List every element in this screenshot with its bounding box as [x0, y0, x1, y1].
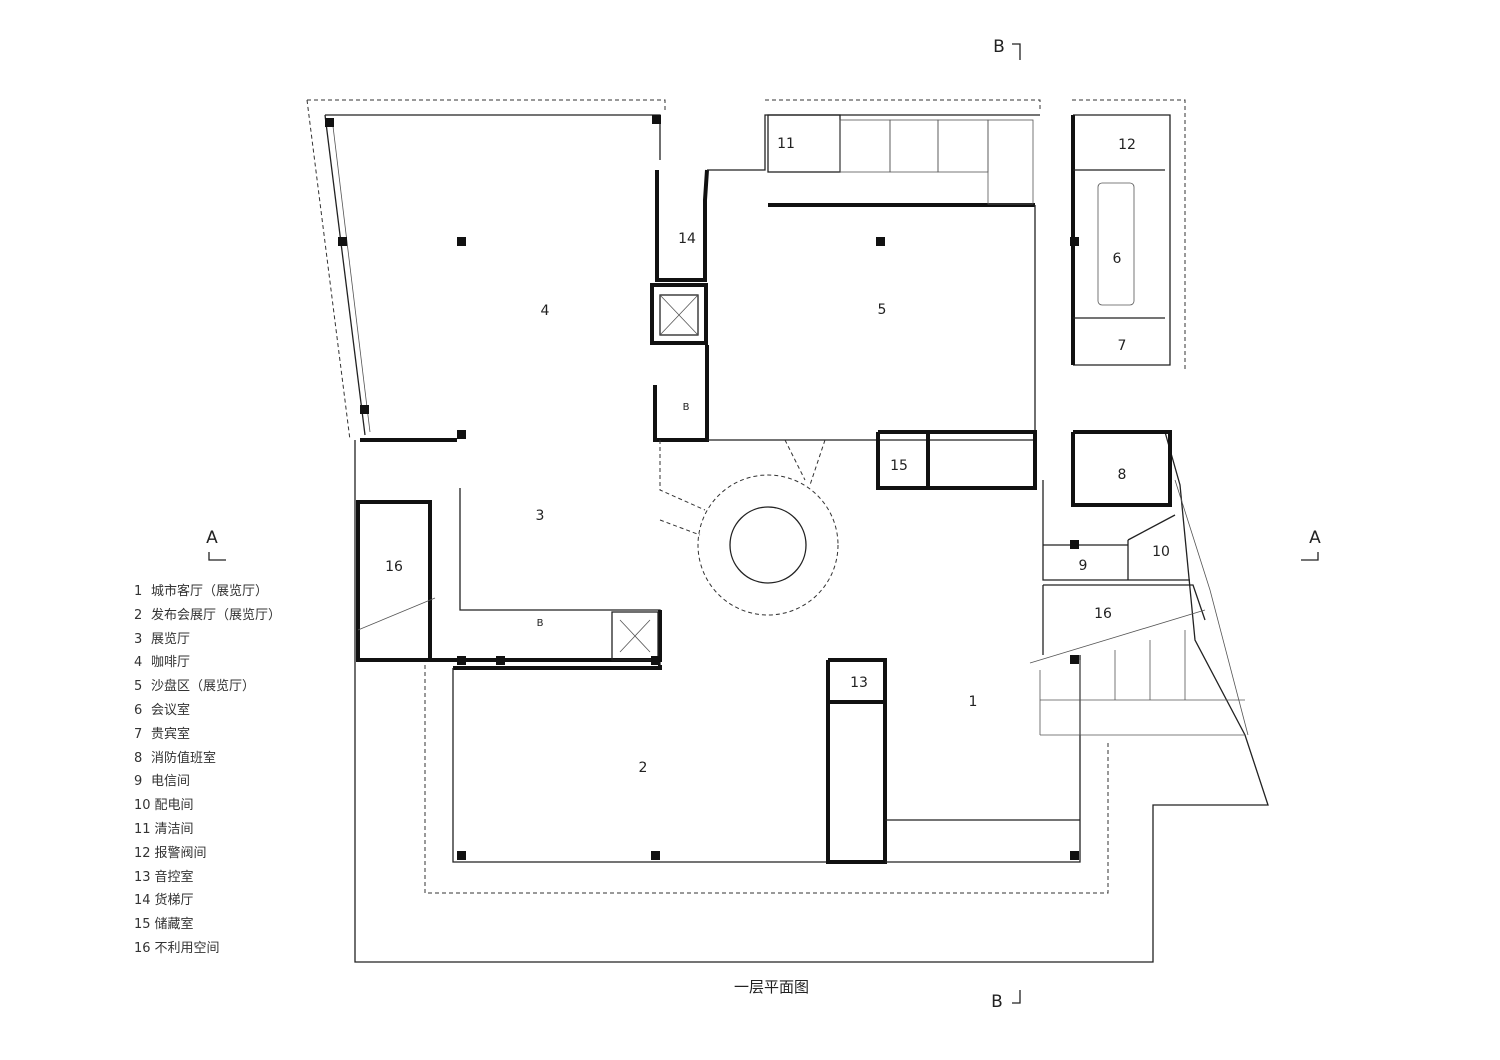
wall-1 [885, 655, 1081, 863]
section-line [1012, 43, 1021, 60]
rotunda-outline [809, 439, 826, 486]
wall-9-10 [1042, 545, 1190, 581]
canopy-outline [765, 99, 1041, 110]
wall-2 [453, 665, 662, 670]
room-label-3: 3 [536, 508, 545, 524]
rotunda-outer [697, 474, 839, 616]
room-label-6: 6 [1113, 251, 1122, 267]
section-line [1012, 990, 1021, 1004]
rotunda-outline [659, 519, 701, 536]
conference-table [1097, 182, 1135, 306]
room-label-12: 12 [1118, 137, 1136, 153]
elevator-cross [619, 619, 651, 653]
canopy-outline [1072, 99, 1186, 370]
section-line [1301, 552, 1319, 561]
rotunda-outline [659, 440, 706, 511]
room-label-15: 15 [890, 458, 908, 474]
canopy-outline [424, 665, 1109, 894]
wall-right-wing [1073, 114, 1171, 366]
drawing-title: 一层平面图 [734, 978, 810, 996]
canopy-outline [307, 99, 666, 110]
section-mark-a-left: A [206, 528, 218, 548]
wall-cafe [325, 114, 661, 160]
glazing [324, 114, 366, 436]
exterior-stairs [1039, 630, 1245, 736]
section-mark-b-bottom: B [991, 992, 1003, 1012]
toilet [839, 119, 891, 173]
glazing [331, 117, 371, 433]
elevator-mark: B [537, 618, 544, 629]
wall-10 [1127, 514, 1176, 541]
toilet [889, 119, 939, 173]
room-label-16-right: 16 [1094, 606, 1112, 622]
room-label-7: 7 [1118, 338, 1127, 354]
passenger-elevator [611, 611, 659, 661]
room-label-16-left: 16 [385, 559, 403, 575]
room-label-14: 14 [678, 231, 696, 247]
room-label-2: 2 [639, 760, 648, 776]
rotunda-outline [784, 439, 806, 481]
room-label-8: 8 [1118, 467, 1127, 483]
section-mark-a-right: A [1309, 528, 1321, 548]
rotunda-inner [729, 506, 807, 584]
elevator-mark: B [683, 402, 690, 413]
section-line [208, 552, 226, 561]
room-label-13: 13 [850, 675, 868, 691]
wall-16-left [356, 500, 432, 662]
wall-3-core [428, 610, 662, 662]
stair-edge [357, 597, 436, 631]
elevator-car [659, 294, 699, 336]
toilet [937, 119, 989, 173]
room-label-10: 10 [1152, 544, 1170, 560]
wall-8 [1071, 430, 1172, 507]
elevator-cross [659, 294, 699, 336]
right-edge [1174, 479, 1249, 736]
wall-core [653, 345, 709, 442]
toilet [987, 119, 1034, 205]
site-boundary [354, 431, 1269, 963]
room-label-9: 9 [1079, 558, 1088, 574]
wall-3 [459, 488, 661, 665]
freight-elevator [650, 283, 708, 345]
wall-stair [928, 430, 1037, 490]
columns [325, 115, 1079, 860]
wall-core [655, 169, 709, 282]
canopy-outline [306, 99, 351, 441]
room-label-4: 4 [541, 303, 550, 319]
stair-edge [1029, 609, 1206, 664]
room-label-5: 5 [878, 302, 887, 318]
wall-16-right [1043, 584, 1206, 621]
wall-5 [707, 114, 1040, 171]
section-mark-b-top: B [993, 37, 1005, 57]
room-label-1: 1 [969, 694, 978, 710]
room-label-11: 11 [777, 136, 795, 152]
wall-2 [452, 668, 828, 863]
